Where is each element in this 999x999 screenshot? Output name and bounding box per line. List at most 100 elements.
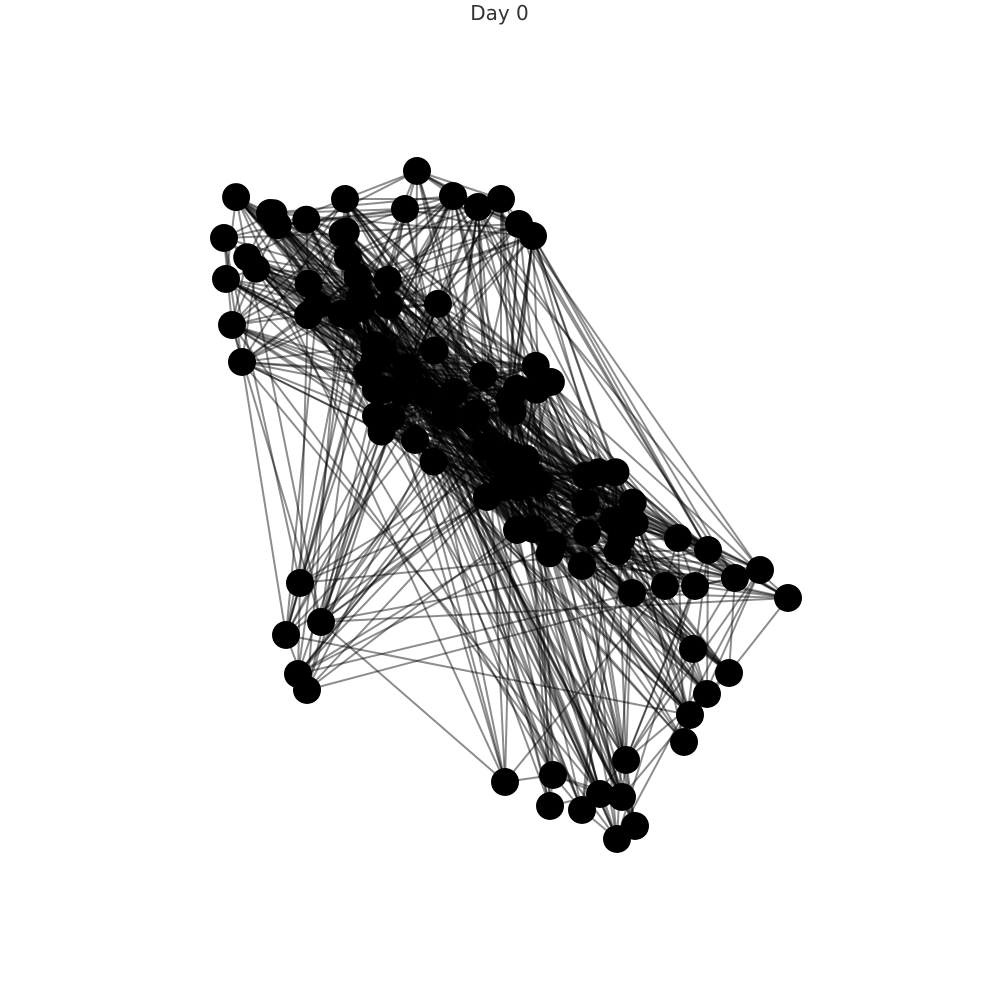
graph-edge bbox=[366, 372, 554, 776]
graph-edge bbox=[320, 621, 506, 783]
graph-edge bbox=[437, 303, 518, 390]
graph-edge bbox=[625, 592, 633, 761]
graph-edge bbox=[414, 439, 506, 783]
graph-edge bbox=[276, 224, 310, 316]
graph-edge bbox=[445, 411, 601, 795]
graph-node bbox=[331, 217, 360, 246]
graph-edge bbox=[299, 283, 310, 584]
graph-edge bbox=[445, 411, 627, 761]
graph-node bbox=[774, 584, 802, 612]
graph-edge bbox=[581, 565, 636, 827]
graph-edge bbox=[500, 198, 518, 389]
graph-node bbox=[424, 289, 452, 318]
graph-edge bbox=[380, 430, 691, 716]
graph-node bbox=[367, 417, 396, 446]
graph-edge bbox=[386, 279, 515, 457]
graph-edge bbox=[477, 206, 736, 579]
graph-edge bbox=[486, 496, 679, 539]
graph-node bbox=[608, 783, 636, 811]
graph-edge bbox=[504, 585, 666, 783]
graph-edge bbox=[484, 446, 618, 840]
graph-node bbox=[584, 458, 613, 487]
graph-edge bbox=[625, 585, 696, 761]
graph-node bbox=[487, 185, 515, 213]
graph-edge bbox=[405, 367, 636, 827]
graph-edge bbox=[387, 206, 479, 281]
graph-edge bbox=[241, 361, 368, 374]
graph-node bbox=[539, 530, 567, 559]
graph-edge bbox=[386, 279, 696, 587]
graph-edge bbox=[401, 391, 488, 498]
graph-node bbox=[272, 621, 300, 649]
graph-edge bbox=[516, 486, 696, 587]
graph-node bbox=[228, 348, 256, 376]
graph-node bbox=[431, 402, 460, 431]
graph-edge bbox=[345, 230, 736, 579]
graph-edge bbox=[552, 543, 736, 579]
graph-edge bbox=[515, 235, 534, 390]
graph-edge bbox=[235, 196, 349, 258]
graph-edge bbox=[447, 416, 518, 531]
graph-edge bbox=[532, 235, 709, 551]
graph-edge bbox=[306, 496, 488, 691]
graph-node bbox=[715, 659, 743, 687]
graph-edge bbox=[346, 314, 456, 393]
graph-edge bbox=[625, 577, 736, 761]
graph-edge bbox=[532, 235, 554, 776]
graph-node bbox=[303, 290, 332, 319]
graph-node bbox=[568, 796, 596, 824]
graph-edge bbox=[405, 206, 479, 369]
graph-edge bbox=[344, 198, 484, 376]
graph-edge bbox=[445, 411, 691, 716]
graph-edge bbox=[246, 170, 418, 259]
graph-edge bbox=[344, 198, 789, 599]
graph-node bbox=[612, 746, 640, 774]
graph-node bbox=[693, 680, 721, 708]
graph-edge bbox=[532, 528, 736, 579]
graph-edge bbox=[631, 502, 691, 716]
graph-edge bbox=[537, 482, 691, 716]
graph-node bbox=[461, 399, 490, 428]
graph-edge bbox=[297, 528, 534, 675]
graph-edge bbox=[452, 195, 587, 476]
graph-node bbox=[307, 608, 335, 636]
graph-node bbox=[391, 195, 419, 223]
graph-node bbox=[721, 564, 749, 592]
graph-edge bbox=[306, 529, 518, 691]
graph-edge bbox=[299, 360, 376, 584]
graph-edge bbox=[320, 389, 377, 623]
graph-node bbox=[498, 397, 527, 426]
graph-edge bbox=[633, 522, 685, 743]
graph-node bbox=[348, 288, 377, 317]
graph-node bbox=[571, 488, 600, 517]
graph-edge bbox=[276, 224, 435, 463]
graph-node bbox=[360, 331, 389, 360]
graph-node bbox=[491, 768, 519, 796]
graph-edge bbox=[297, 460, 502, 675]
graph-edge bbox=[407, 195, 454, 379]
graph-edge bbox=[388, 235, 534, 307]
graph-node bbox=[603, 825, 631, 853]
graph-node bbox=[618, 579, 646, 607]
graph-edge bbox=[581, 565, 736, 579]
graph-node bbox=[694, 536, 722, 564]
graph-edge bbox=[452, 195, 600, 473]
graph-edge bbox=[225, 278, 368, 374]
graph-node bbox=[294, 269, 323, 298]
graph-node bbox=[222, 183, 251, 212]
graph-edge bbox=[516, 486, 583, 567]
graph-edge bbox=[241, 361, 601, 795]
graph-edge bbox=[405, 367, 554, 776]
graph-node bbox=[536, 368, 565, 396]
graph-node bbox=[670, 728, 698, 756]
graph-edge bbox=[477, 206, 634, 504]
graph-edge bbox=[500, 198, 709, 551]
graph-edge bbox=[550, 381, 600, 473]
graph-edge bbox=[437, 303, 537, 367]
graph-node bbox=[439, 182, 467, 210]
graph-edge bbox=[404, 208, 436, 351]
graph-edge bbox=[223, 237, 301, 584]
graph-edge bbox=[307, 195, 454, 316]
graph-edge bbox=[387, 304, 450, 418]
